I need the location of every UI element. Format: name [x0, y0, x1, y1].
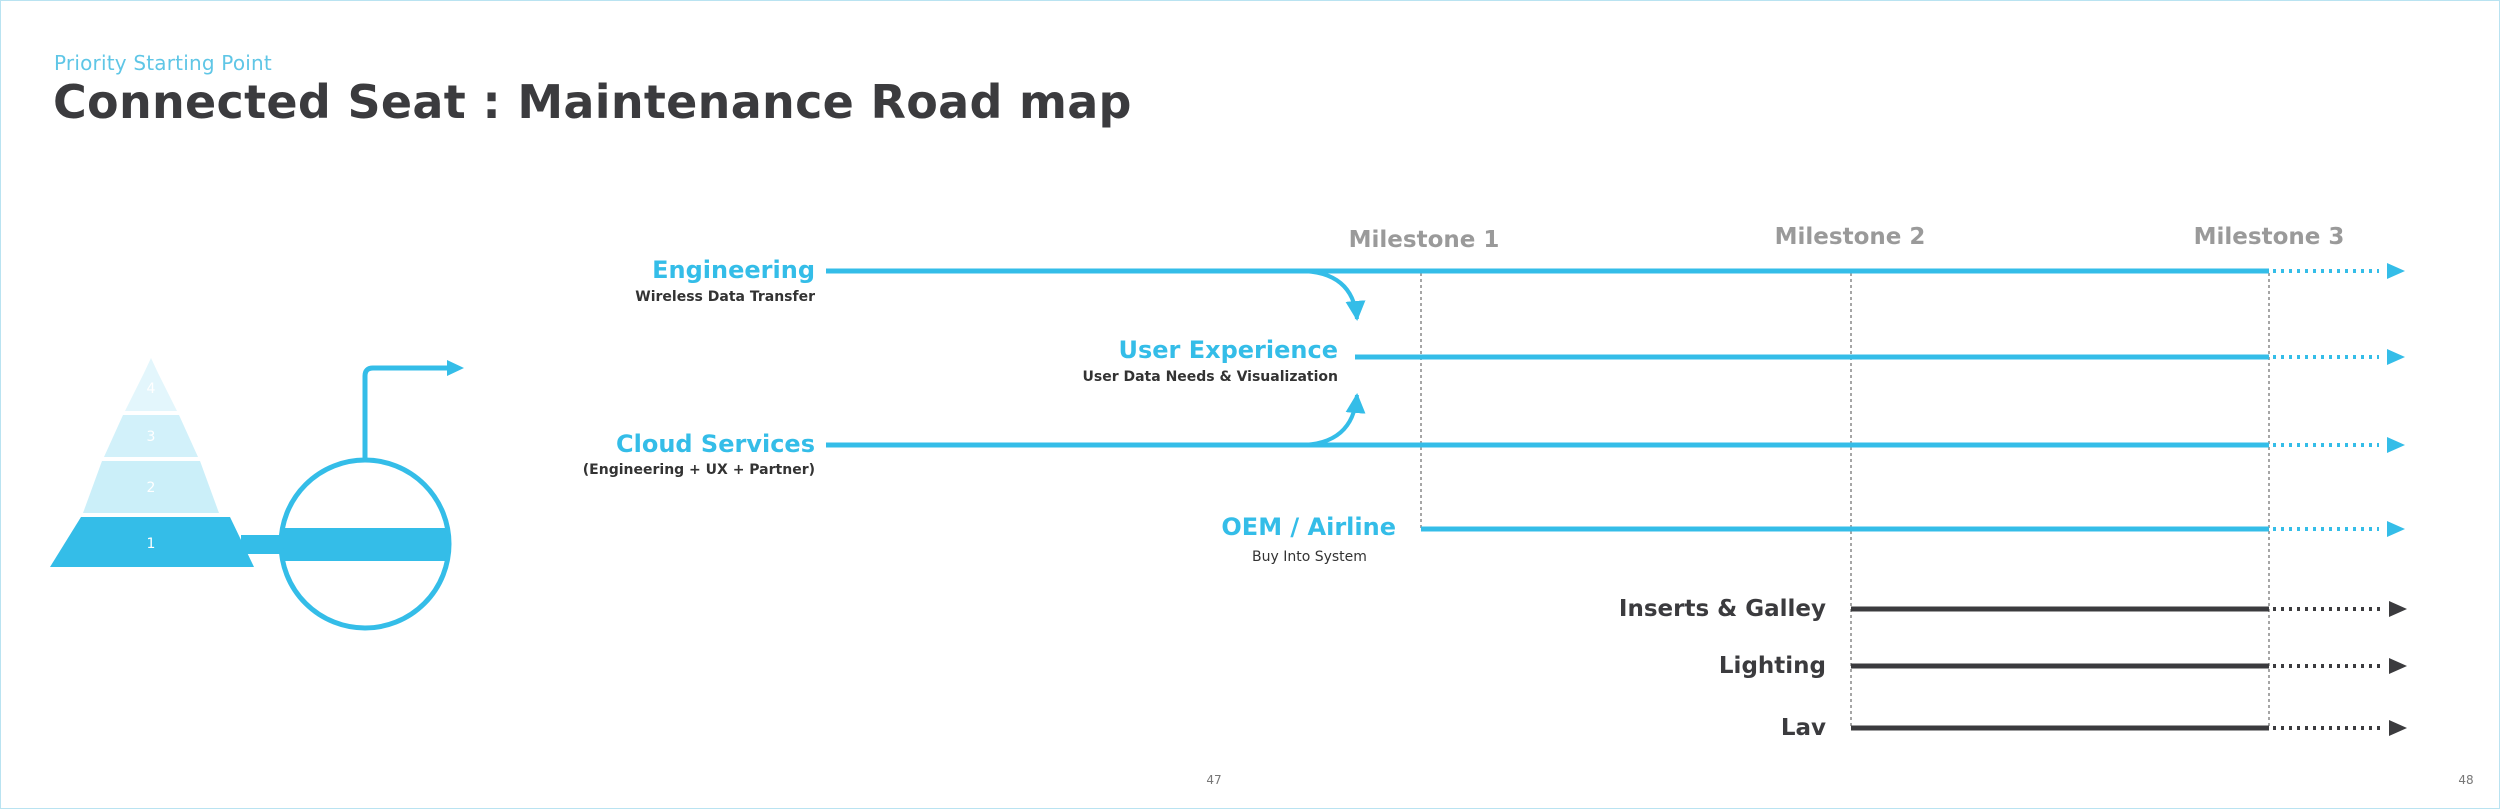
- track-engineering: Engineering Wireless Data Transfer: [635, 256, 2405, 321]
- arrowhead-icon: [2387, 521, 2405, 537]
- page-number-right: 48: [2458, 773, 2473, 787]
- pyramid-number-3: 3: [147, 429, 156, 445]
- track-inserts-galley: Inserts & Galley: [1619, 596, 2407, 622]
- track-label: Inserts & Galley: [1619, 596, 1826, 622]
- kicker-text: Priority Starting Point: [54, 51, 272, 75]
- track-lighting: Lighting: [1719, 653, 2407, 679]
- pyramid-number-4: 4: [147, 381, 156, 397]
- pyramid-level-3: [104, 415, 198, 457]
- track-label: Lighting: [1719, 653, 1826, 679]
- track-label: Engineering: [652, 256, 815, 284]
- arrowhead-icon: [2387, 263, 2405, 279]
- arrowhead-icon: [2389, 601, 2407, 617]
- page-title: Connected Seat : Maintenance Road map: [53, 75, 1132, 129]
- pyramid-number-2: 2: [147, 480, 156, 496]
- track-sublabel: Wireless Data Transfer: [635, 289, 815, 305]
- track-label: User Experience: [1118, 336, 1338, 364]
- track-sublabel: (Engineering + UX + Partner): [583, 462, 815, 478]
- arrowhead-icon: [2389, 720, 2407, 736]
- milestone-2-label: Milestone 2: [1775, 224, 1926, 250]
- tank-gauge-icon: [241, 360, 464, 631]
- track-cloud-services: Cloud Services (Engineering + UX + Partn…: [583, 393, 2405, 478]
- track-label: OEM / Airline: [1221, 513, 1396, 541]
- arrowhead-icon: [2389, 658, 2407, 674]
- page-number-left: 47: [1206, 773, 1221, 787]
- track-label: Lav: [1781, 715, 1826, 741]
- priority-pyramid-icon: 1 2 3 4: [50, 358, 254, 567]
- pyramid-level-1: [50, 517, 254, 567]
- track-user-experience: User Experience User Data Needs & Visual…: [1083, 336, 2405, 385]
- track-lav: Lav: [1781, 715, 2407, 741]
- track-sublabel: Buy Into System: [1252, 549, 1367, 565]
- track-sublabel: User Data Needs & Visualization: [1083, 369, 1338, 385]
- pyramid-number-1: 1: [147, 536, 156, 552]
- track-oem-airline: OEM / Airline Buy Into System: [1221, 513, 2405, 565]
- pyramid-level-2: [83, 461, 219, 513]
- track-label: Cloud Services: [616, 430, 815, 458]
- arrowhead-icon: [2387, 349, 2405, 365]
- milestone-3-label: Milestone 3: [2194, 224, 2345, 250]
- milestone-1-label: Milestone 1: [1349, 227, 1500, 253]
- pyramid-level-4: [125, 373, 177, 411]
- arrowhead-icon: [2387, 437, 2405, 453]
- milestone-lines: [1420, 273, 2270, 729]
